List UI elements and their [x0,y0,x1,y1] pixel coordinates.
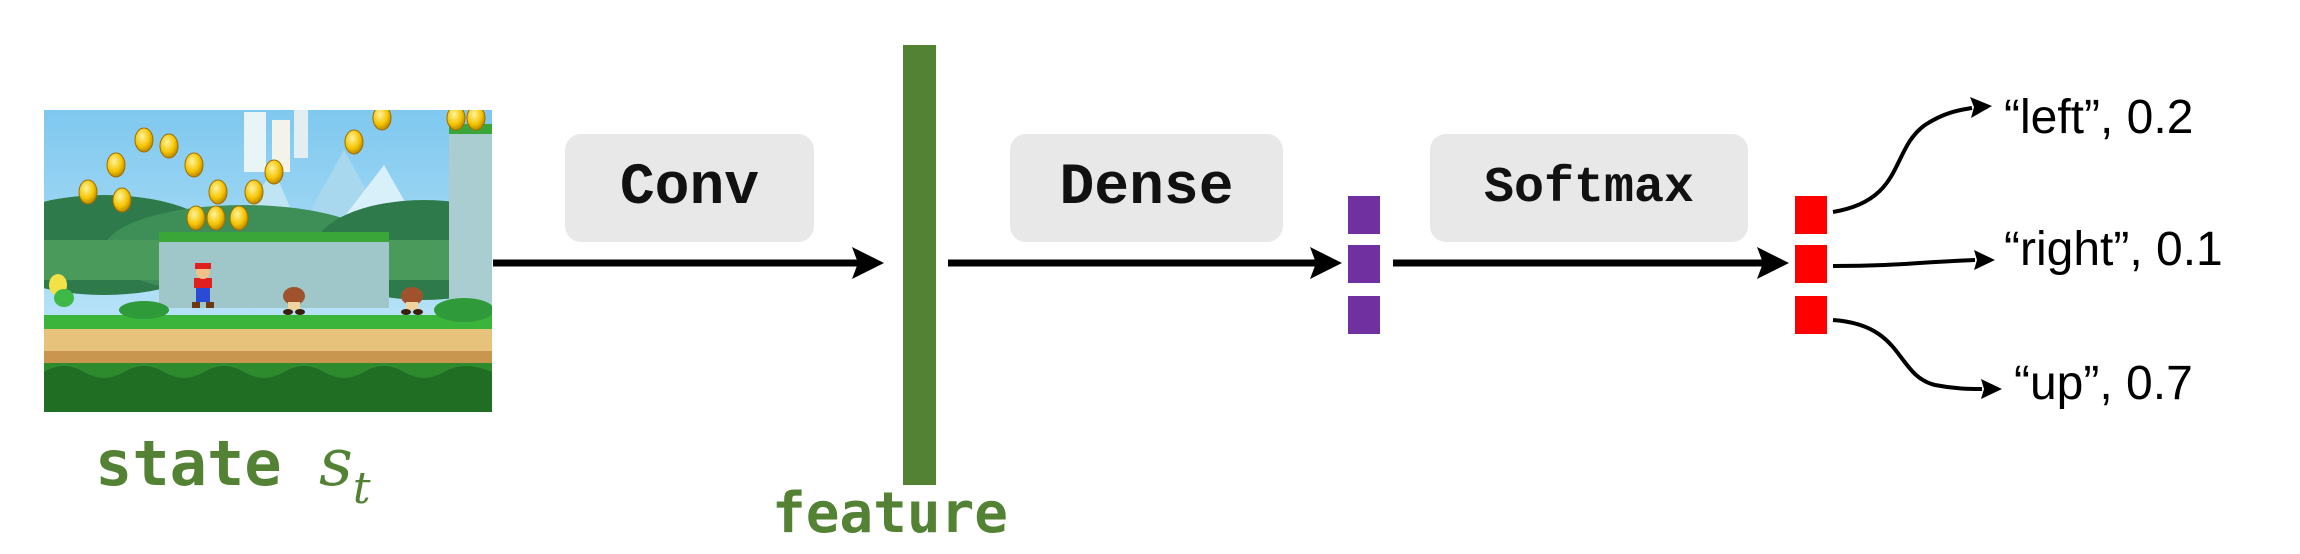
state-label: state st [95,428,371,524]
dense-box: Dense [1010,134,1283,242]
conv-label: Conv [619,155,760,221]
softmax-label: Softmax [1483,159,1695,217]
action-right-name: “right” [2004,223,2130,276]
conv-box: Conv [565,134,814,242]
action-left-name: “left” [2004,91,2100,144]
arrow-dense-to-softmax [1393,247,1789,279]
action-up-name: “up” [2014,357,2100,410]
softmax-output-cell [1795,296,1827,334]
action-left-prob: 0.2 [2126,91,2194,144]
action-left-label: “left”, 0.2 [2004,91,2194,144]
softmax-output-cell [1795,196,1827,234]
dense-output-cell [1348,245,1380,283]
state-symbol: st [318,424,371,515]
softmax-output-cell [1795,245,1827,283]
arrow-state-to-feature [493,247,884,279]
action-right-prob: 0.1 [2156,223,2223,276]
action-up-prob: 0.7 [2126,357,2193,410]
action-up-label: “up”, 0.7 [2014,357,2193,410]
dense-label: Dense [1059,155,1234,221]
game-screenshot-image [44,110,492,412]
state-symbol-letter: s [318,424,353,501]
state-label-word: state [95,427,282,500]
softmax-box: Softmax [1430,134,1748,242]
arrow-feature-to-dense [948,247,1342,279]
arrow-to-left [1832,97,1992,214]
arrow-to-up [1832,318,2002,399]
dense-output-cell [1348,196,1380,234]
action-right-label: “right”, 0.1 [2004,223,2223,276]
arrow-to-right [1832,250,1995,270]
feature-vector-bar [903,45,936,485]
feature-label: feature [772,481,1009,546]
dense-output-cell [1348,296,1380,334]
state-symbol-subscript: t [352,463,371,514]
